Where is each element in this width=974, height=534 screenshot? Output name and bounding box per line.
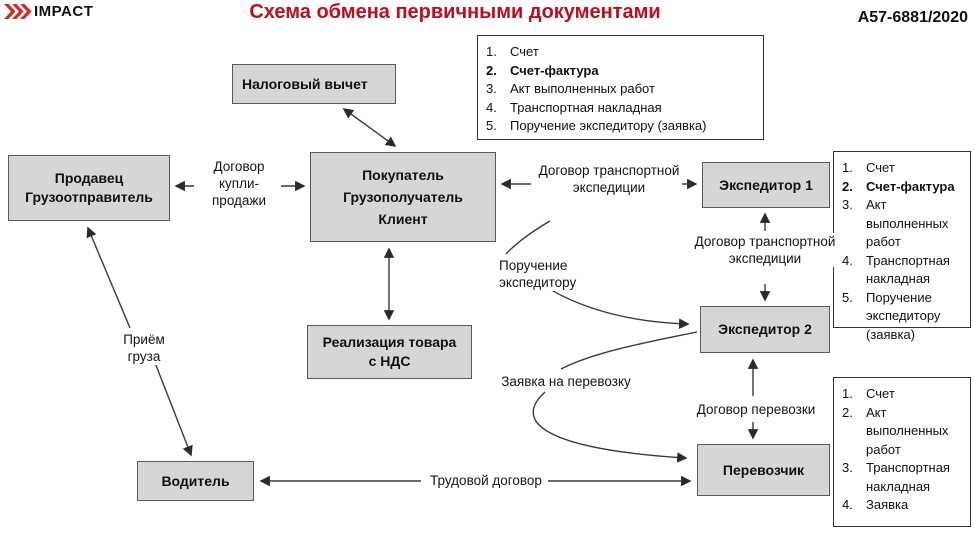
node-seller-shipper: Продавец Грузоотправитель (8, 155, 170, 221)
list-item-number: 2. (842, 404, 853, 420)
document-list-buyer: 1. Счет 2. Счет-фактура 3. Акт выполненн… (477, 35, 764, 140)
list-item: 4. Транспортная накладная (486, 99, 757, 118)
list-item: 3. Акт выполненных работ (842, 196, 964, 252)
edge-label-employment-contract: Трудовой договор (424, 472, 548, 489)
node-label: Перевозчик (722, 461, 805, 478)
edge-label-line: Договор перевозки (696, 402, 816, 417)
edge-label-line: купли- (218, 176, 260, 191)
list-item-number: 4. (486, 99, 497, 115)
edge-label-line: Трудовой договор (430, 473, 542, 488)
node-label: Экспедитор 1 (719, 176, 813, 193)
edge-label-line: продажи (212, 193, 266, 208)
arrow-nalog-pokupatel (342, 108, 397, 147)
list-item-number: 3. (842, 197, 853, 212)
node-expeditor-1: Экспедитор 1 (702, 162, 830, 208)
list-item-text: Счет-фактура (866, 178, 955, 194)
list-item-text: Акт выполненных работ (866, 404, 949, 457)
node-label: Грузополучатель (343, 189, 463, 205)
node-label: с НДС (368, 353, 411, 369)
list-item: 1. Счет (486, 43, 757, 62)
list-item-number: 1. (486, 44, 497, 59)
edge-label-line: экспедиции (728, 251, 802, 266)
document-list-expeditor: 1. Счет 2. Счет-фактура 3. Акт выполненн… (833, 151, 971, 342)
list-item-number: 5. (842, 289, 853, 305)
list-item-number: 3. (486, 81, 497, 96)
curve-zayavka-2 (532, 391, 688, 463)
edge-label-line: экспедиции (572, 180, 646, 195)
node-expeditor-2: Экспедитор 2 (700, 306, 830, 353)
edge-label-transport-request: Заявка на перевозку (498, 373, 634, 390)
node-label: Клиент (378, 211, 428, 227)
node-label: Налоговый вычет (242, 75, 368, 92)
list-item: 2. Счет-фактура (486, 62, 757, 81)
list-item: 1. Счет (842, 159, 964, 178)
node-label: Экспедитор 2 (718, 321, 812, 337)
edge-label-forwarding-contract-2: Договор транспортной экспедиции (692, 233, 838, 267)
edge-label-forwarder-order: Поручение экспедитору (497, 257, 647, 291)
logo-text: IMPACT (34, 3, 94, 20)
list-item-text: Поручение экспедитору (заявка) (866, 289, 941, 342)
list-item-text: Транспортная накладная (866, 252, 950, 287)
edge-label-line: Заявка на перевозку (501, 374, 631, 389)
node-tax-deduction: Налоговый вычет (232, 64, 396, 104)
edge-label-line: Договор транспортной (538, 163, 680, 178)
list-item-text: Акт выполненных работ (866, 197, 949, 249)
node-label: Грузоотправитель (25, 189, 153, 205)
arrow-priem-up (86, 226, 131, 329)
list-item-number: 2. (842, 178, 853, 194)
list-item-text: Счет (510, 44, 539, 59)
node-buyer-consignee-client: Покупатель Грузополучатель Клиент (310, 152, 496, 242)
list-item-text: Транспортная накладная (866, 460, 950, 494)
list-item: 1. Счет (842, 385, 964, 404)
page-title: Схема обмена первичными документами (249, 1, 661, 23)
node-label: Покупатель (362, 167, 444, 183)
arrow-priem-down (151, 354, 193, 457)
list-item-number: 1. (842, 160, 853, 175)
document-list-carrier: 1. Счет 2. Акт выполненных работ 3. Тран… (833, 377, 971, 527)
curve-zayavka-1 (560, 331, 698, 370)
node-label: Реализация товара (322, 334, 457, 350)
list-item: 3. Транспортная накладная (842, 459, 964, 496)
list-item: 4. Транспортная накладная (842, 252, 964, 289)
node-label: Водитель (161, 472, 230, 489)
list-item-text: Счет (866, 386, 895, 401)
list-item-number: 2. (486, 62, 497, 78)
list-item-text: Акт выполненных работ (510, 81, 655, 96)
list-item-text: Транспортная накладная (510, 99, 662, 115)
list-item-number: 1. (842, 386, 853, 401)
list-item-text: Поручение экспедитору (заявка) (510, 118, 707, 133)
edge-label-line: Договор (213, 159, 265, 174)
edge-label-sale-contract: Договор купли- продажи (197, 158, 281, 209)
list-item: 5. Поручение экспедитору (заявка) (486, 117, 757, 136)
list-item: 3. Акт выполненных работ (486, 80, 757, 99)
list-item-number: 3. (842, 460, 853, 475)
edge-label-line: Приём груза (123, 332, 165, 364)
list-item: 2. Акт выполненных работ (842, 404, 964, 460)
list-item-text: Счет (866, 160, 895, 175)
edge-label-line: Поручение экспедитору (499, 258, 577, 290)
edge-label-forwarding-contract-1: Договор транспортной экспедиции (536, 162, 682, 196)
list-item: 5. Поручение экспедитору (заявка) (842, 289, 964, 345)
node-label: Продавец (54, 170, 124, 186)
edge-label-carriage-contract: Договор перевозки (694, 401, 818, 418)
edge-label-cargo-acceptance: Приём груза (103, 331, 185, 365)
list-item-number: 5. (486, 118, 497, 133)
list-item: 4. Заявка (842, 496, 964, 515)
list-item-text: Счет-фактура (510, 62, 599, 78)
node-carrier: Перевозчик (697, 444, 830, 496)
list-item-text: Заявка (866, 497, 909, 512)
node-goods-sale-vat: Реализация товара с НДС (307, 325, 472, 379)
edge-label-line: Договор транспортной (694, 234, 836, 249)
case-number: А57-6881/2020 (857, 9, 968, 26)
list-item: 2. Счет-фактура (842, 178, 964, 197)
curve-poruchenie-1 (505, 220, 551, 255)
impact-logo: IMPACT (4, 3, 93, 20)
node-driver: Водитель (137, 461, 254, 501)
chevrons-icon (4, 4, 32, 19)
list-item-number: 4. (842, 497, 853, 512)
list-item-number: 4. (842, 252, 853, 268)
